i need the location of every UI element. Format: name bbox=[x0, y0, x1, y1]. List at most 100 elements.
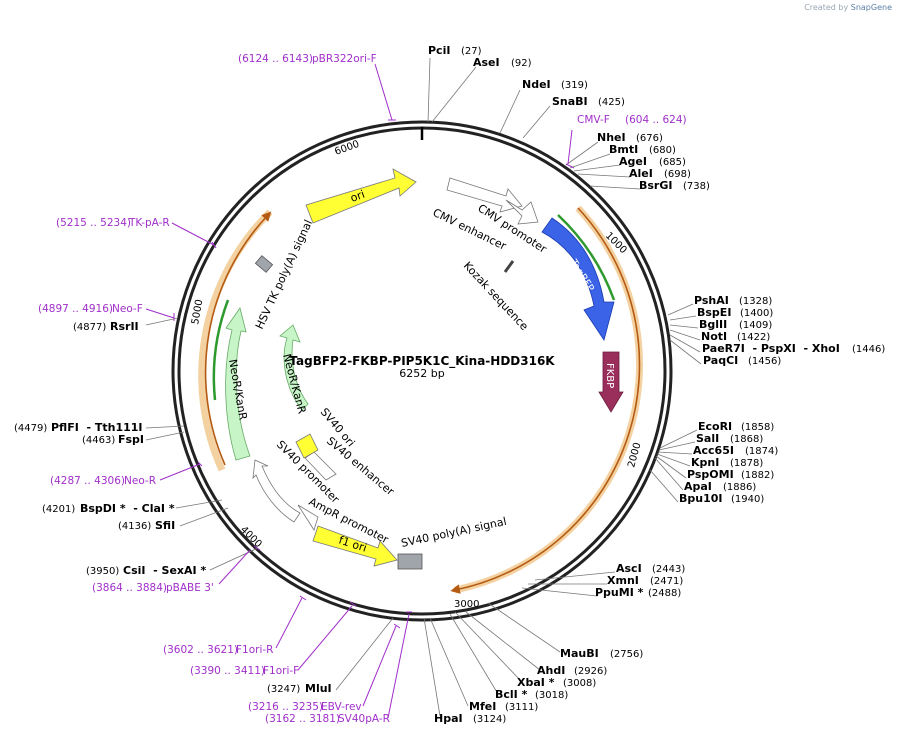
site-hpai: HpaI(3124) bbox=[434, 712, 506, 725]
svg-text:Neo-R: Neo-R bbox=[124, 475, 156, 487]
svg-text:(1400): (1400) bbox=[740, 308, 773, 319]
svg-text:AseI: AseI bbox=[473, 56, 500, 69]
kozak-label: Kozak sequence bbox=[461, 259, 531, 333]
tick-4000: 4000 bbox=[238, 524, 264, 550]
sv40-polya-label: SV40 poly(A) signal bbox=[400, 515, 508, 550]
svg-text:(1940): (1940) bbox=[731, 494, 764, 505]
site-asei: AseI(92) bbox=[473, 56, 532, 69]
neor-outer-arrow bbox=[225, 307, 251, 461]
svg-text:pBR322ori-F: pBR322ori-F bbox=[312, 53, 377, 65]
svg-text:(4877): (4877) bbox=[73, 322, 106, 333]
svg-text:(425): (425) bbox=[598, 97, 625, 108]
site-tth111i: (4479) PflFI - Tth111I bbox=[14, 421, 143, 434]
svg-text:(1858): (1858) bbox=[741, 422, 774, 433]
svg-text:SfiI: SfiI bbox=[155, 519, 175, 532]
svg-text:(3124): (3124) bbox=[473, 714, 506, 725]
cmv-enhancer-arrow bbox=[446, 177, 523, 213]
tick-3000: 3000 bbox=[454, 599, 479, 610]
site-pshai: PshAI(1328) bbox=[694, 294, 772, 307]
site-bglii: BglII(1409) bbox=[699, 318, 772, 331]
svg-text:SV40pA-R: SV40pA-R bbox=[338, 713, 390, 725]
svg-text:(3950): (3950) bbox=[86, 566, 119, 577]
svg-text:(685): (685) bbox=[659, 157, 686, 168]
svg-text:NheI: NheI bbox=[597, 131, 626, 144]
svg-text:Acc65I: Acc65I bbox=[693, 444, 734, 457]
svg-text:ApaI: ApaI bbox=[684, 480, 712, 493]
site-sfii: (4136) SfiI bbox=[118, 519, 175, 532]
svg-text:(4897 .. 4916): (4897 .. 4916) bbox=[38, 303, 113, 315]
svg-text:PflFI - Tth111I: PflFI - Tth111I bbox=[51, 421, 143, 434]
site-alei: AleI(698) bbox=[629, 167, 691, 180]
svg-text:(3018): (3018) bbox=[535, 690, 568, 701]
site-ppumi: PpuMI *(2488) bbox=[595, 586, 681, 599]
hsvtk-box bbox=[254, 255, 274, 273]
backbone-outer bbox=[171, 120, 673, 622]
primer-pbr322ori-f: (6124 .. 6143)pBR322ori-F bbox=[238, 53, 377, 65]
svg-text:NotI: NotI bbox=[701, 330, 727, 343]
svg-text:(3390 .. 3411): (3390 .. 3411) bbox=[190, 665, 265, 677]
svg-text:(1874): (1874) bbox=[745, 446, 778, 457]
orf-halo-2 bbox=[198, 209, 273, 472]
credit-prefix: Created by bbox=[804, 3, 849, 12]
site-leader-lines bbox=[145, 57, 702, 717]
site-kpni: KpnI (1878) bbox=[691, 456, 763, 469]
site-ecori: EcoRI(1858) bbox=[698, 420, 774, 433]
svg-text:FspI: FspI bbox=[118, 433, 144, 446]
svg-text:(3008): (3008) bbox=[563, 678, 596, 689]
fkbp-label: FKBP bbox=[604, 363, 615, 388]
site-acc65i: Acc65I (1874) bbox=[693, 444, 778, 457]
svg-text:TK-pA-R: TK-pA-R bbox=[128, 217, 170, 229]
svg-text:(680): (680) bbox=[649, 145, 676, 156]
svg-text:(4136): (4136) bbox=[118, 521, 151, 532]
svg-text:MfeI: MfeI bbox=[469, 700, 496, 713]
svg-text:BsrGI: BsrGI bbox=[639, 179, 672, 192]
svg-text:(2756): (2756) bbox=[610, 649, 643, 660]
green-arc-2 bbox=[212, 299, 230, 401]
site-ahdi: AhdI(2926) bbox=[537, 664, 607, 677]
primer-leader-lines bbox=[145, 63, 575, 719]
site-pcii: PciI(27) bbox=[428, 44, 482, 57]
site-bcli: BclI *(3018) bbox=[495, 688, 568, 701]
svg-text:(4201): (4201) bbox=[42, 504, 75, 515]
svg-text:CsiI - SexAI *: CsiI - SexAI * bbox=[123, 564, 206, 577]
site-agei: AgeI(685) bbox=[619, 155, 686, 168]
svg-text:PpuMI *: PpuMI * bbox=[595, 586, 644, 599]
ampr-promoter-arrow bbox=[297, 504, 319, 531]
svg-text:BglII: BglII bbox=[699, 318, 727, 331]
primer-ebv-rev: (3216 .. 3235)EBV-rev bbox=[248, 701, 362, 713]
svg-text:AleI: AleI bbox=[629, 167, 653, 180]
svg-text:(676): (676) bbox=[636, 133, 663, 144]
svg-text:AscI: AscI bbox=[616, 562, 642, 575]
primer-tk-pa-r: (5215 .. 5234)TK-pA-R bbox=[56, 217, 170, 229]
svg-text:KpnI: KpnI bbox=[691, 456, 719, 469]
svg-text:PaqCI: PaqCI bbox=[703, 354, 738, 367]
svg-text:XmnI: XmnI bbox=[607, 574, 639, 587]
svg-text:(1328): (1328) bbox=[739, 296, 772, 307]
sv40-promoter-arrow bbox=[252, 459, 301, 523]
svg-text:BspEI: BspEI bbox=[697, 306, 731, 319]
snapgene-credit: Created by SnapGene bbox=[804, 3, 892, 12]
primer-f1ori-f: (3390 .. 3411)F1ori-F bbox=[190, 665, 299, 677]
primer-neo-r: (4287 .. 4306)Neo-R bbox=[50, 475, 156, 487]
svg-text:PspOMI: PspOMI bbox=[687, 468, 734, 481]
svg-text:(1868): (1868) bbox=[730, 434, 763, 445]
tick-5000: 5000 bbox=[190, 299, 205, 326]
svg-text:(3247): (3247) bbox=[267, 684, 300, 695]
svg-text:PaeR7I - PspXI - XhoI: PaeR7I - PspXI - XhoI bbox=[702, 342, 840, 355]
svg-text:BspDI * - ClaI *: BspDI * - ClaI * bbox=[80, 502, 175, 515]
sv40-ori-box bbox=[295, 433, 319, 459]
plasmid-length: 6252 bp bbox=[399, 367, 444, 380]
svg-text:(4479): (4479) bbox=[14, 423, 47, 434]
svg-text:Neo-F: Neo-F bbox=[112, 303, 143, 315]
svg-text:Bpu10I: Bpu10I bbox=[679, 492, 723, 505]
svg-text:(604 .. 624): (604 .. 624) bbox=[625, 114, 687, 126]
credit-brand: SnapGene bbox=[850, 3, 892, 12]
svg-text:(1878): (1878) bbox=[730, 458, 763, 469]
svg-text:MauBI: MauBI bbox=[560, 647, 599, 660]
svg-text:(1446): (1446) bbox=[852, 344, 885, 355]
svg-text:(6124 .. 6143): (6124 .. 6143) bbox=[238, 53, 313, 65]
site-labels: PciI(27) AseI(92) NdeI(319) SnaBI(425) N… bbox=[14, 44, 885, 725]
plasmid-name: TagBFP2-FKBP-PIP5K1C_Kina-HDD316K bbox=[289, 354, 555, 369]
svg-text:SnaBI: SnaBI bbox=[552, 95, 588, 108]
svg-text:(5215 .. 5234): (5215 .. 5234) bbox=[56, 217, 131, 229]
